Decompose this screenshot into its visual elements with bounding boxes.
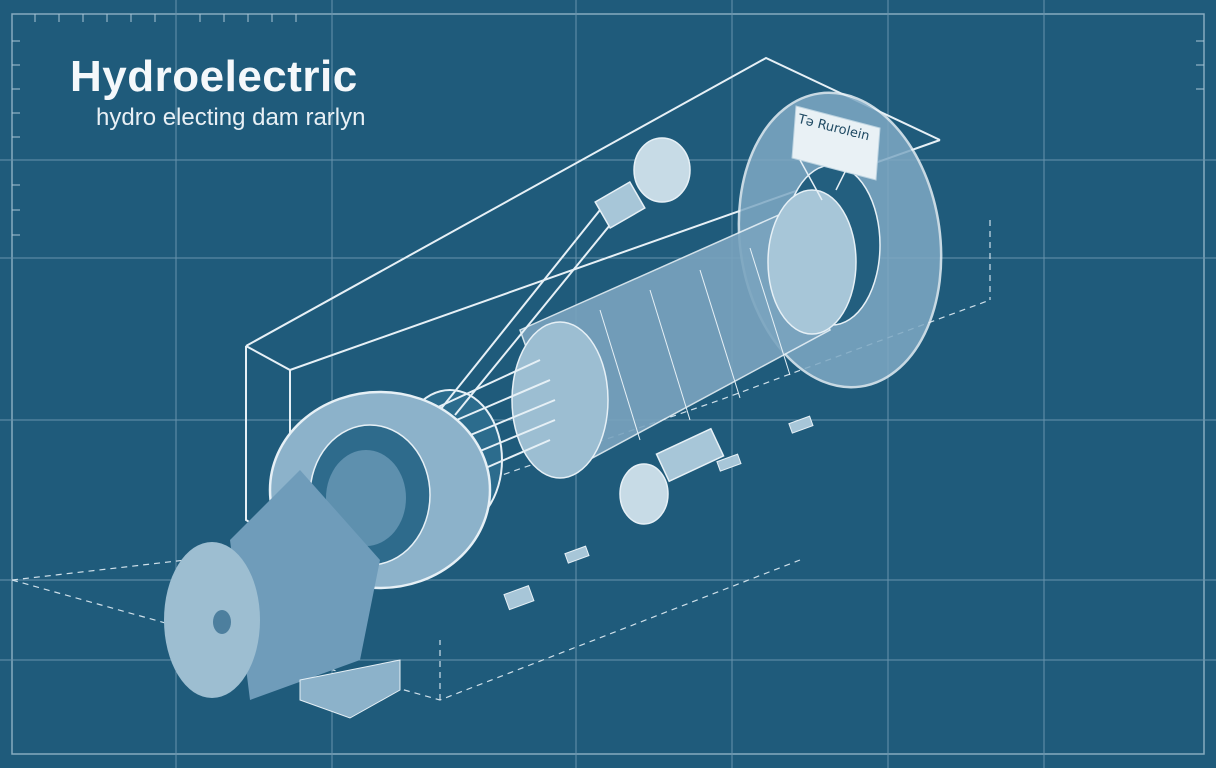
diagram-subtitle: hydro electing dam rarlyn [96,104,366,131]
diagram-title: Hydroelectric [70,52,358,101]
motor-housing [164,470,401,719]
small-blocks [503,415,814,611]
label-plate [791,105,881,201]
generator-cylinder [511,189,857,479]
gear-knob-top [594,137,691,230]
gear-knob-bottom [619,427,725,525]
